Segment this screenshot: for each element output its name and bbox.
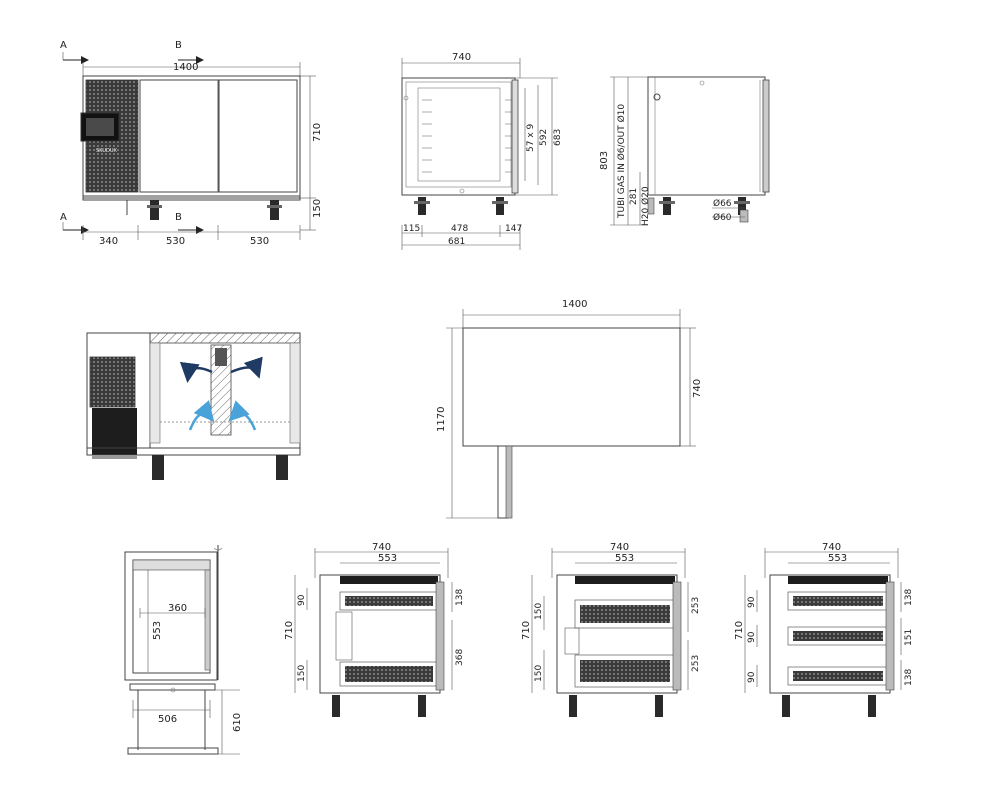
- airflow-in-right-arrow: [228, 400, 257, 431]
- dia-60: Ø60: [713, 212, 732, 223]
- config3-inner: 553: [828, 553, 847, 564]
- plan-depth-dim: 740: [692, 379, 703, 398]
- control-screen: [86, 118, 114, 136]
- shelf-rails: [422, 99, 512, 173]
- drawer-config-1: 740 553 710 90 150 138 368: [284, 542, 465, 717]
- config2-h710: 710: [521, 621, 532, 640]
- front-seg1-dim: 340: [99, 236, 118, 247]
- condenser-grille: [89, 356, 136, 408]
- front-view: A A B B 1400 SKUDUX: [60, 40, 323, 247]
- side-view: 803 TUBI GAS IN Ø6/OUT Ø10 281 H20 Ø20 Ø…: [599, 76, 770, 226]
- foot: [152, 455, 164, 480]
- top-plan-view: 1400 740 1170: [436, 299, 703, 519]
- front-seg2-dim: 530: [166, 236, 185, 247]
- config1-h710: 710: [284, 621, 295, 640]
- dia-66: Ø66: [713, 198, 732, 209]
- config1-h368: 368: [455, 649, 465, 666]
- section-b-bottom-label: B: [175, 212, 182, 223]
- config1-h90: 90: [297, 594, 307, 606]
- foot: [150, 200, 159, 220]
- front-seg3-dim: 530: [250, 236, 269, 247]
- section-a-bottom-label: A: [60, 212, 67, 223]
- tubi-gas-label: TUBI GAS IN Ø6/OUT Ø10: [616, 104, 627, 219]
- plan-width-dim: 1400: [562, 299, 587, 310]
- drawer-width-360: 360: [168, 603, 187, 614]
- drawer-config-2: 740 553 710 150 150 253 253: [521, 542, 701, 717]
- drawer-depth-553: 553: [152, 621, 163, 640]
- config2-h253a: 253: [691, 597, 701, 614]
- side-section-width-dim: 740: [452, 52, 471, 63]
- config1-h150: 150: [297, 665, 307, 682]
- config3-h90a: 90: [747, 596, 757, 608]
- dim-478: 478: [451, 224, 468, 234]
- drawer-detail-view: 360 553 506 610: [124, 545, 243, 755]
- config2-h150b: 150: [534, 665, 544, 682]
- h2o-label: H20 Ø20: [640, 186, 651, 226]
- config3-width: 740: [822, 542, 841, 553]
- door-right: [218, 79, 298, 193]
- dim-681: 681: [448, 237, 465, 247]
- config3-h90b: 90: [747, 631, 757, 643]
- side-section-view: 740: [401, 52, 563, 250]
- dim-57x9: 57 x 9: [526, 124, 536, 153]
- airflow-out-left-arrow: [179, 361, 213, 383]
- central-evaporator: [210, 344, 232, 436]
- drawer-frame-506: 506: [158, 714, 177, 725]
- config2-width: 740: [610, 542, 629, 553]
- airflow-section-view: [86, 332, 301, 480]
- foot: [270, 200, 279, 220]
- config3-h138b: 138: [904, 669, 914, 686]
- airflow-out-right-arrow: [230, 356, 263, 379]
- config2-h253b: 253: [691, 655, 701, 672]
- front-height-dim: 710: [312, 123, 323, 142]
- config3-h710: 710: [734, 621, 745, 640]
- drawer-frame-610: 610: [232, 713, 243, 732]
- config3-h138a: 138: [904, 589, 914, 606]
- dim-147: 147: [505, 224, 522, 234]
- section-b-top-label: B: [175, 40, 182, 51]
- section-a-top-label: A: [60, 40, 67, 51]
- dim-683: 683: [553, 129, 563, 146]
- config1-h138: 138: [455, 589, 465, 606]
- config1-inner: 553: [378, 553, 397, 564]
- dim-281: 281: [629, 188, 639, 205]
- plan-open-depth-dim: 1170: [436, 407, 447, 432]
- config2-inner: 553: [615, 553, 634, 564]
- dim-115: 115: [403, 224, 420, 234]
- config1-width: 740: [372, 542, 391, 553]
- airflow-in-left-arrow: [188, 400, 215, 431]
- drawer-config-3: 740 553 710 90 90 90 138 151 138: [734, 542, 914, 717]
- config3-h151: 151: [904, 629, 914, 646]
- config3-h90c: 90: [747, 671, 757, 683]
- top-insulation: [149, 332, 301, 344]
- dim-592: 592: [539, 129, 549, 146]
- front-width-dim: 1400: [173, 62, 198, 73]
- compressor: [92, 408, 137, 456]
- foot: [276, 455, 288, 480]
- front-feet-dim: 150: [312, 199, 323, 218]
- front-logo: SKUDUX: [96, 148, 117, 154]
- side-height-803: 803: [599, 151, 610, 170]
- config2-h150a: 150: [534, 603, 544, 620]
